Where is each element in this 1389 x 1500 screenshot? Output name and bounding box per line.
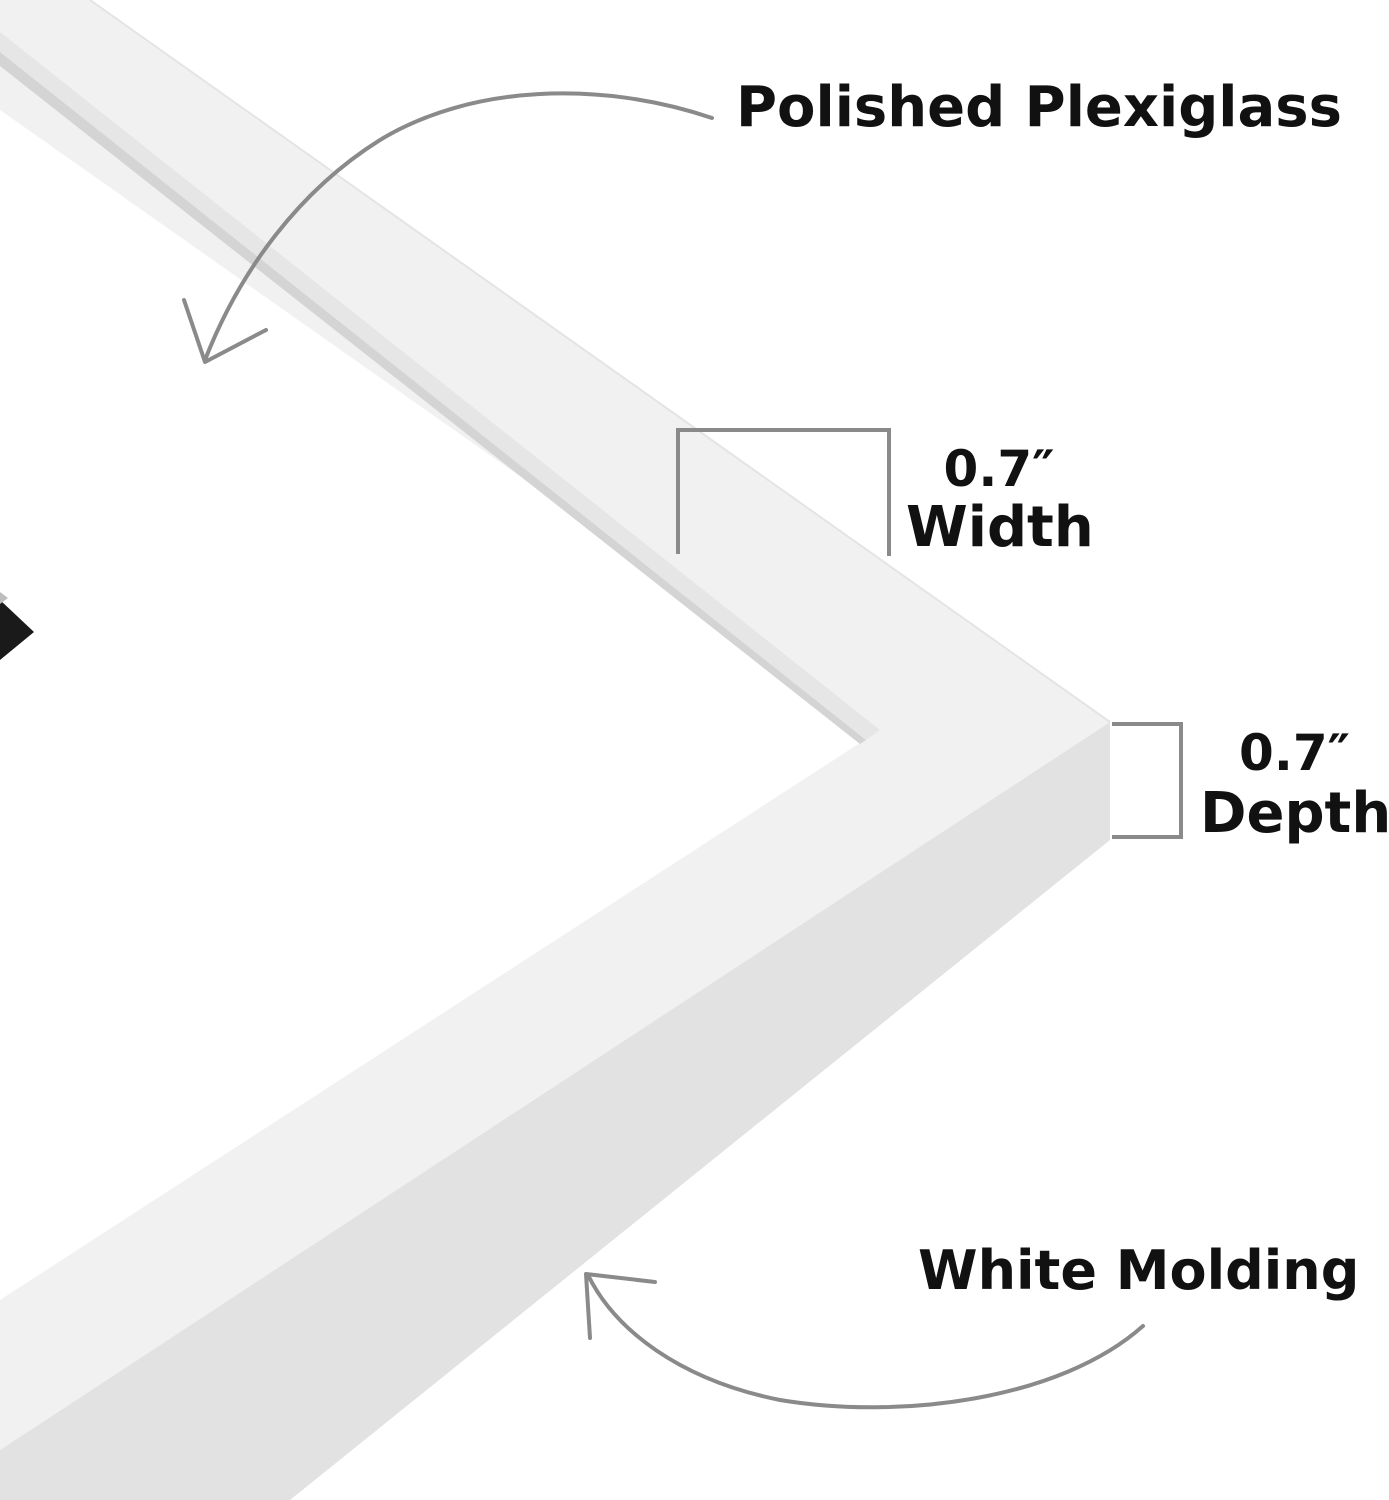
frame-inner-lip (0, 32, 880, 740)
depth-value: 0.7″ (1239, 724, 1350, 782)
dimension-bracket-icon (1112, 722, 1183, 839)
curved-arrow-icon (203, 91, 714, 362)
depth-caption: Depth (1200, 781, 1389, 846)
curved-arrow-icon (586, 1273, 1145, 1410)
frame-side-face (0, 722, 1110, 1500)
arrowhead-icon (584, 1272, 657, 1340)
arrowhead-icon (182, 298, 268, 364)
frame-inner-lip-shadow (0, 52, 866, 744)
dimension-bracket-icon (676, 428, 891, 556)
width-dimension: 0.7″ Width (906, 440, 1094, 560)
width-value: 0.7″ (943, 440, 1055, 498)
width-caption: Width (906, 495, 1094, 560)
artwork-edge-shadow (0, 592, 8, 604)
frame-edge-highlight (89, 0, 1111, 723)
white-molding-label: White Molding (918, 1239, 1360, 1302)
polished-plexiglass-label: Polished Plexiglass (736, 75, 1342, 140)
depth-dimension: 0.7″ Depth (1200, 728, 1389, 842)
artwork-edge (0, 600, 34, 660)
